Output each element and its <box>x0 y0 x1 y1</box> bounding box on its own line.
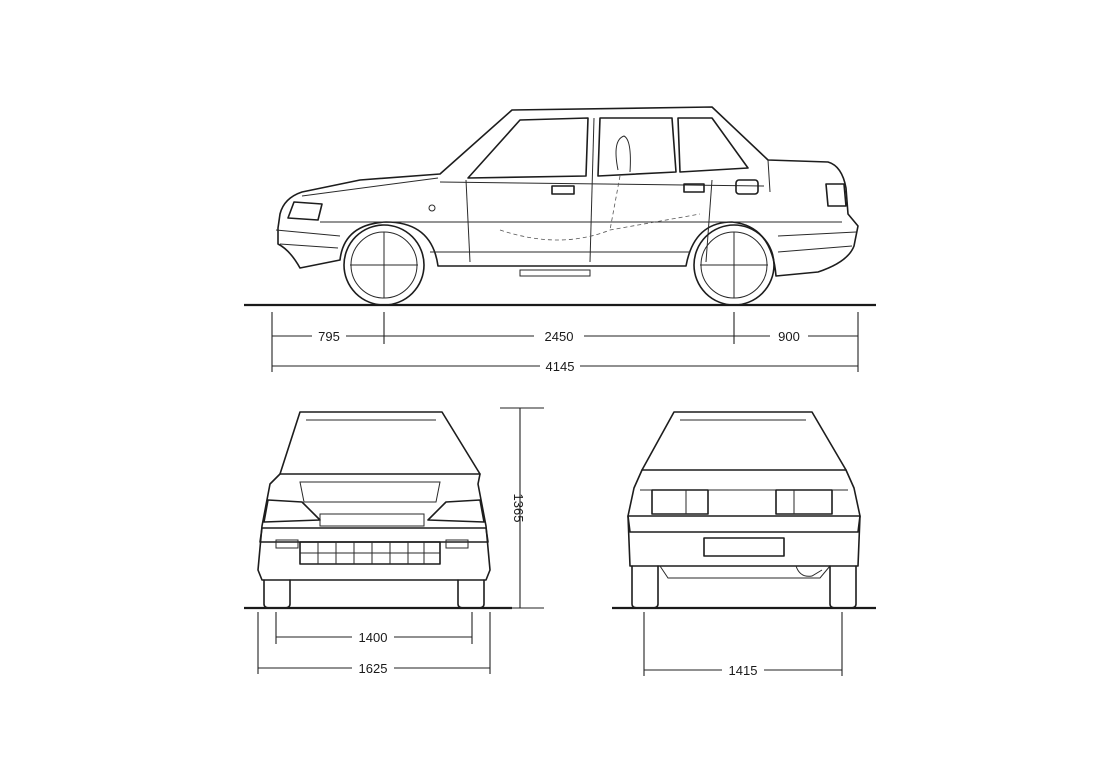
rear-wheel <box>693 224 775 306</box>
front-window <box>467 117 589 179</box>
front-hood <box>299 481 441 503</box>
rear-tire-left <box>631 565 659 609</box>
rear-body-outline <box>627 469 861 567</box>
seat-outline <box>615 135 631 173</box>
rear-underbody <box>659 565 831 579</box>
side-body-outline <box>277 106 859 277</box>
front-bumper <box>275 229 341 249</box>
rear-bumper-rear-view <box>627 515 861 533</box>
rear-tire-right <box>829 565 857 609</box>
door-seam-rear <box>705 179 713 263</box>
dim-overall-length: 4145 <box>546 359 575 374</box>
dim-front-track: 1400 <box>359 630 388 645</box>
rear-door-window <box>597 117 677 177</box>
front-wheel <box>343 224 425 306</box>
side-dimension-lines <box>271 312 859 372</box>
rear-light <box>825 183 847 207</box>
intake-slats <box>300 542 440 564</box>
door-seam-front <box>465 179 471 263</box>
side-waist-line <box>439 181 765 187</box>
front-view <box>244 411 512 610</box>
hood-line <box>301 177 439 197</box>
front-fog-light-right <box>445 539 469 549</box>
interior-dashed-lines <box>499 175 701 241</box>
rear-tail-light-left <box>651 489 709 515</box>
front-headlight-left <box>263 499 321 523</box>
dim-height: 1365 <box>511 494 526 523</box>
quarter-window <box>677 117 749 173</box>
front-fog-light-left <box>275 539 299 549</box>
side-skirt <box>519 269 591 277</box>
dim-rear-track: 1415 <box>729 663 758 678</box>
rear-bumper <box>777 231 857 253</box>
dim-overall-width: 1625 <box>359 661 388 676</box>
front-door-handle <box>551 185 575 195</box>
front-dimension-lines <box>257 407 544 674</box>
rear-dimension-lines <box>643 612 843 676</box>
front-bumper-front-view <box>259 527 489 543</box>
dim-rear-overhang: 900 <box>778 329 800 344</box>
rear-window <box>641 411 847 471</box>
license-plate <box>703 537 785 557</box>
front-tire-right <box>457 579 485 609</box>
side-view <box>244 106 876 307</box>
dim-wheelbase: 2450 <box>545 329 574 344</box>
exhaust-pipe <box>795 565 823 577</box>
front-grille <box>319 513 425 527</box>
door-seam-middle <box>589 117 595 263</box>
front-body-outline <box>257 473 491 581</box>
headlight <box>287 201 323 221</box>
front-tire-left <box>263 579 291 609</box>
rear-door-handle <box>683 183 705 193</box>
trunk-line <box>767 159 771 193</box>
dim-front-overhang: 795 <box>318 329 340 344</box>
fuel-cap <box>735 179 759 195</box>
rear-view <box>612 411 876 610</box>
side-marker <box>428 204 436 212</box>
front-windshield <box>279 411 481 475</box>
front-headlight-right <box>427 499 485 523</box>
rear-tail-light-right <box>775 489 833 515</box>
